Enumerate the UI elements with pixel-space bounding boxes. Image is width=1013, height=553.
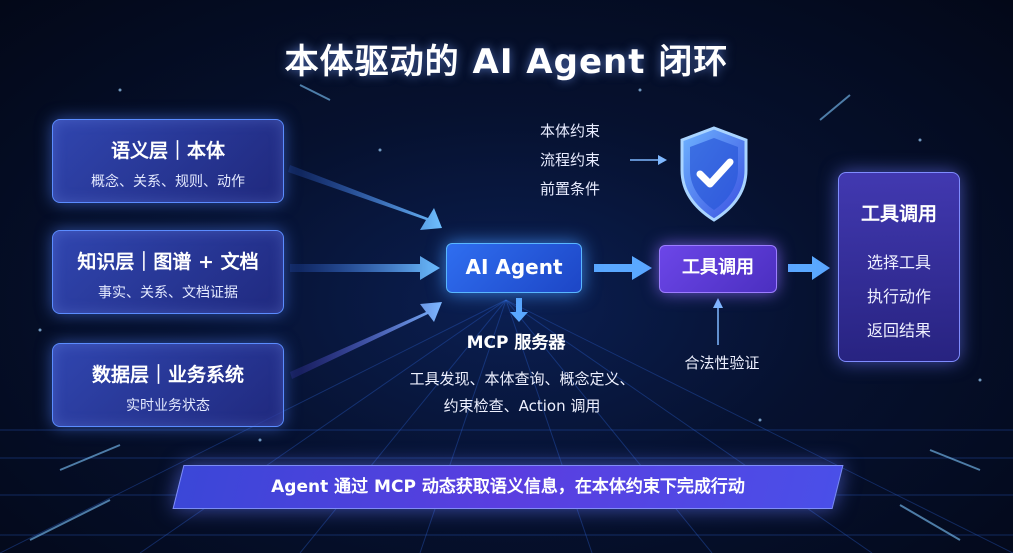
arrow-agent-to-toolcall — [594, 256, 652, 280]
tool-panel-item-return: 返回结果 — [866, 321, 931, 340]
constraint-precondition: 前置条件 — [540, 180, 601, 198]
tool-panel-item-execute: 执行动作 — [866, 287, 931, 306]
legal-check-label: 合法性验证 — [684, 354, 760, 372]
constraint-ontology: 本体约束 — [540, 122, 601, 140]
mcp-server-description: 工具发现、本体查询、概念定义、 约束检查、Action 调用 — [392, 366, 652, 420]
arrow-constraints-to-shield — [630, 155, 667, 165]
data-layer-box: 数据层｜业务系统 实时业务状态 — [52, 343, 284, 427]
knowledge-layer-title: 知识层｜图谱 + 文档 — [77, 251, 259, 273]
knowledge-layer-box: 知识层｜图谱 + 文档 事实、关系、文档证据 — [52, 230, 284, 314]
arrow-semantic-to-agent — [288, 165, 442, 230]
arrow-legal-to-toolcall — [713, 298, 723, 345]
mcp-desc-line-1: 工具发现、本体查询、概念定义、 — [409, 370, 635, 388]
shield-check-icon — [680, 126, 748, 222]
tool-panel-list: 选择工具 执行动作 返回结果 — [839, 246, 959, 348]
tool-call-box: 工具调用 — [659, 245, 777, 293]
semantic-layer-box: 语义层｜本体 概念、关系、规则、动作 — [52, 119, 284, 203]
ai-agent-box: AI Agent — [446, 243, 582, 293]
tool-panel-item-select: 选择工具 — [866, 253, 931, 272]
arrow-data-to-agent — [290, 302, 442, 379]
data-layer-subtitle: 实时业务状态 — [126, 398, 210, 414]
tool-panel-title: 工具调用 — [860, 203, 937, 225]
page-title: 本体驱动的 AI Agent 闭环 — [284, 42, 729, 82]
knowledge-layer-subtitle: 事实、关系、文档证据 — [98, 285, 238, 301]
arrow-agent-to-mcp — [510, 298, 528, 322]
summary-banner-text: Agent 通过 MCP 动态获取语义信息，在本体约束下完成行动 — [271, 477, 745, 497]
constraints-list: 本体约束 流程约束 前置条件 — [540, 117, 626, 204]
constraint-process: 流程约束 — [540, 151, 601, 169]
arrow-toolcall-to-panel — [788, 256, 830, 280]
mcp-desc-line-2: 约束检查、Action 调用 — [443, 397, 601, 415]
semantic-layer-title: 语义层｜本体 — [110, 140, 225, 162]
arrow-knowledge-to-agent — [290, 256, 440, 280]
semantic-layer-subtitle: 概念、关系、规则、动作 — [91, 174, 245, 190]
mcp-server-title: MCP 服务器 — [466, 333, 566, 353]
tool-call-panel: 工具调用 选择工具 执行动作 返回结果 — [838, 172, 960, 362]
data-layer-title: 数据层｜业务系统 — [91, 364, 244, 386]
